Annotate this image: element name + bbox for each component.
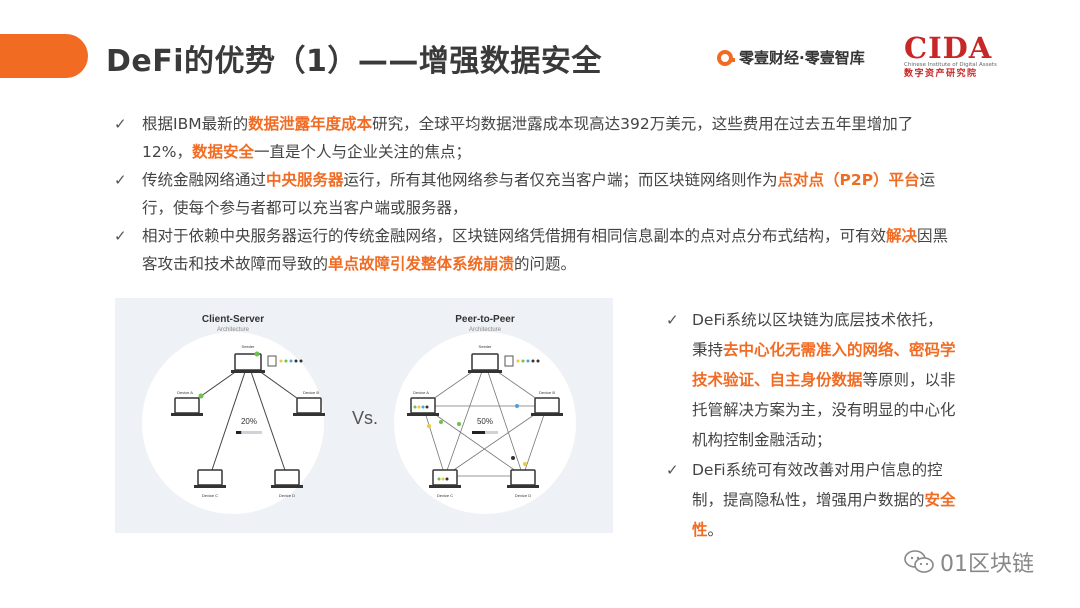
bullet-text: 根据IBM最新的数据泄露年度成本研究，全球平均数据泄露成本现高达392万美元，这… [142,115,913,161]
side-bullet-list: ✓ DeFi系统以区块链为底层技术依托，秉持去中心化无需准入的网络、密码学技术验… [666,305,956,545]
vs-label: Vs. [352,408,378,428]
highlight-text: 去中心化无需准入的网络、密码学技术验证、自主身份数据 [692,341,956,389]
peer-to-peer-title: Peer-to-Peer [455,314,515,325]
device-d-label: Device D [279,493,295,498]
brand-icon [717,49,735,66]
highlight-text: 数据安全 [191,143,254,161]
plain-text: DeFi系统可有效改善对用户信息的控制，提高隐私性，增强用户数据的 [692,461,943,509]
bullet-text: DeFi系统可有效改善对用户信息的控制，提高隐私性，增强用户数据的安全性。 [692,461,956,539]
highlight-text: 点对点（P2P）平台 [777,171,920,189]
plain-text: 研究，全球平均数据泄露成本现高达392万美元，这些费用在过去五年里增加了12%， [142,115,914,161]
bullet-item: ✓ 传统金融网络通过中央服务器运行，所有其他网络参与者仅充当客户端；而区块链网络… [114,166,954,222]
bullet-text: DeFi系统以区块链为底层技术依托，秉持去中心化无需准入的网络、密码学技术验证、… [692,311,956,449]
bullet-item: ✓ DeFi系统以区块链为底层技术依托，秉持去中心化无需准入的网络、密码学技术验… [666,305,956,455]
brand-text: 零壹财经·零壹智库 [739,49,865,67]
client-server-circle [142,332,324,514]
bullet-item: ✓ DeFi系统可有效改善对用户信息的控制，提高隐私性，增强用户数据的安全性。 [666,455,956,545]
p2p-device-d-node: Device D [507,469,539,498]
bullet-text: 传统金融网络通过中央服务器运行，所有其他网络参与者仅充当客户端；而区块链网络则作… [142,171,935,217]
plain-text: 因黑客攻击和技术故障而导致的 [142,227,949,273]
peer-to-peer-percent: 50% [477,417,493,426]
device-b-node: Device B [293,390,325,416]
check-icon: ✓ [114,227,127,245]
header-accent-bar [0,34,88,78]
bullet-item: ✓ 相对于依赖中央服务器运行的传统金融网络，区块链网络凭借拥有相同信息副本的点对… [114,222,954,278]
plain-text: 。 [707,521,724,539]
p2p-device-a-label: Device A [413,390,429,395]
plain-text: 根据IBM最新的 [142,115,249,133]
plain-text: 一直是个人与企业关注的焦点； [253,143,471,161]
p2p-data-packets [427,404,527,466]
p2p-device-c-label: Device C [437,493,453,498]
plain-text: 运行，使每个参与者都可以充当客户端或服务器， [142,171,936,217]
watermark-text: 01区块链 [940,552,1034,577]
peer-to-peer-circle [394,332,576,514]
peer-to-peer-subtitle: Architecture [469,327,502,333]
wechat-icon [904,550,934,573]
p2p-device-b-label: Device B [539,390,555,395]
client-server-progress-track [236,431,262,434]
highlight-text: 解决 [886,227,918,245]
p2p-seeder-file-icon [504,355,540,367]
p2p-device-b-node: Device B [531,390,563,416]
p2p-seeder-node: Seeder [468,344,502,373]
seeder-label: Seeder [242,344,256,349]
client-server-subtitle: Architecture [217,327,250,333]
client-server-title: Client-Server [202,314,264,325]
page-title: DeFi的优势（1）——增强数据安全 [106,44,602,79]
plain-text: 等原则，以非托管解决方案为主，没有明显的中心化机构控制金融活动； [692,371,956,449]
client-server-progress-fill [236,431,242,434]
p2p-device-d-label: Device D [515,493,531,498]
highlight-text: 安全性 [692,491,956,539]
plain-text: 运行，所有其他网络参与者仅充当客户端；而区块链网络则作为 [343,171,778,189]
device-b-label: Device B [303,390,319,395]
check-icon: ✓ [666,311,679,329]
highlight-text: 单点故障引发整体系统崩溃 [328,255,515,273]
seeder-node: Seeder [231,344,265,373]
plain-text: 传统金融网络通过 [142,171,267,189]
cida-logo: CIDA Chinese Institute of Digital Assets… [904,34,1000,80]
p2p-device-a-node: Device A [407,390,439,416]
p2p-seeder-label: Seeder [479,344,493,349]
cida-english-name: Chinese Institute of Digital Assets [904,62,997,68]
device-a-node: Device A [171,390,204,416]
client-server-percent: 20% [241,417,257,426]
device-d-node: Device D [271,469,303,498]
check-icon: ✓ [666,461,679,479]
plain-text: 的问题。 [514,255,577,273]
highlight-text: 数据泄露年度成本 [248,115,373,133]
plain-text: DeFi系统以区块链为底层技术依托，秉持 [692,311,943,359]
architecture-diagram: Client-Server Architecture Seeder Device… [115,298,613,533]
device-a-label: Device A [177,390,193,395]
wechat-watermark: 01区块链 [904,546,1034,578]
architecture-svg: Client-Server Architecture Seeder Device… [142,314,576,514]
brand-logo: 零壹财经·零壹智库 [717,47,865,68]
check-icon: ✓ [114,171,127,189]
cida-chinese-name: 数字资产研究院 [904,69,978,79]
seeder-file-icon [267,355,303,367]
check-icon: ✓ [114,115,127,133]
highlight-text: 中央服务器 [266,171,344,189]
peer-to-peer-progress-fill [472,431,485,434]
main-bullet-list: ✓ 根据IBM最新的数据泄露年度成本研究，全球平均数据泄露成本现高达392万美元… [114,110,954,278]
device-c-label: Device C [202,493,218,498]
bullet-item: ✓ 根据IBM最新的数据泄露年度成本研究，全球平均数据泄露成本现高达392万美元… [114,110,954,166]
p2p-device-c-node: Device C [429,469,461,498]
cida-logo-mark: CIDA [904,31,993,65]
device-c-node: Device C [194,469,226,498]
bullet-text: 相对于依赖中央服务器运行的传统金融网络，区块链网络凭借拥有相同信息副本的点对点分… [142,227,948,273]
plain-text: 相对于依赖中央服务器运行的传统金融网络，区块链网络凭借拥有相同信息副本的点对点分… [142,227,887,245]
